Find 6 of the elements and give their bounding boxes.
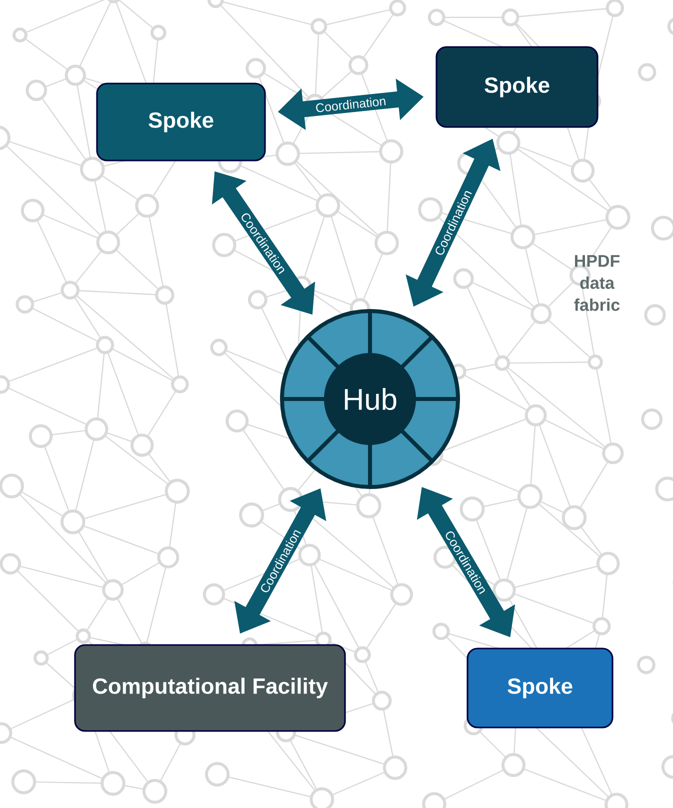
process-box: Spoke [466, 648, 614, 728]
process-box: Computational Facility [74, 644, 346, 732]
edge-label: Coordination [316, 98, 386, 112]
fabric-label: HPDF data fabric [574, 255, 620, 311]
process-box: Spoke [96, 82, 266, 162]
process-box: Spoke [436, 46, 598, 128]
